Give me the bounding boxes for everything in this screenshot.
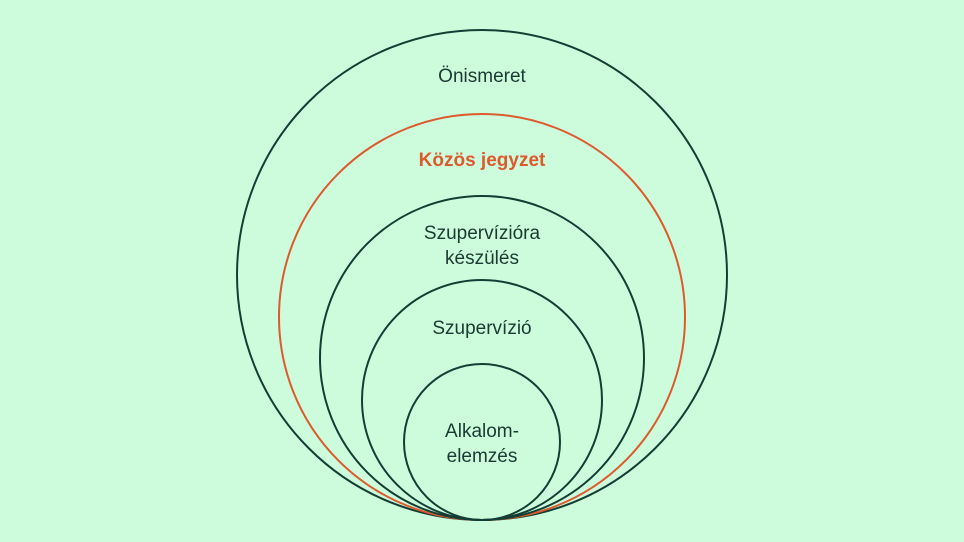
label-onismeret: Önismeret	[438, 66, 526, 87]
label-szupervíziora-keszules: Szupervízióra készülés	[423, 223, 541, 269]
label-alkalomelemzes: Alkalom- elemzés	[445, 421, 519, 467]
label-szupervizio: Szupervízió	[432, 318, 532, 339]
label-kozos-jegyzet: Közös jegyzet	[418, 150, 546, 171]
ring-alkalomelemzes	[403, 363, 561, 521]
